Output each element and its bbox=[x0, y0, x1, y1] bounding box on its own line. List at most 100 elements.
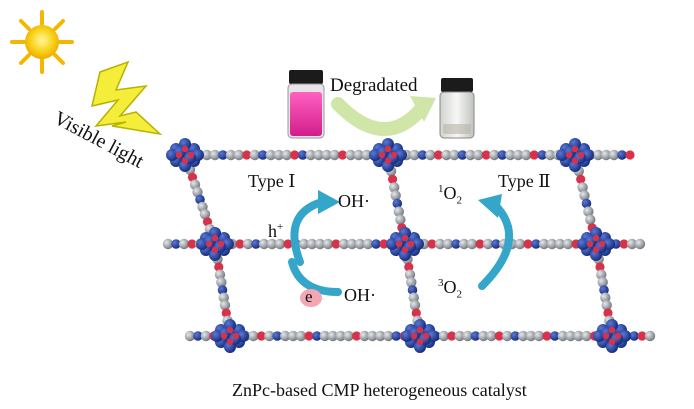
framework-linker bbox=[217, 285, 228, 295]
framework-node bbox=[232, 332, 240, 340]
framework-linker bbox=[249, 149, 260, 161]
framework-linker bbox=[274, 238, 286, 250]
framework-node bbox=[226, 338, 234, 346]
sun-icon bbox=[10, 10, 74, 74]
diagram-caption: ZnPc-based CMP heterogeneous catalyst bbox=[232, 380, 527, 400]
framework-linker bbox=[538, 238, 550, 250]
framework-linker bbox=[599, 285, 609, 295]
framework-linker bbox=[379, 239, 389, 249]
framework-linker bbox=[283, 239, 293, 249]
hole-label: h+ bbox=[268, 222, 283, 241]
framework-node bbox=[211, 234, 219, 242]
framework-linker bbox=[266, 238, 278, 250]
framework-node bbox=[416, 338, 424, 346]
framework-linker bbox=[264, 330, 275, 342]
framework-linker bbox=[409, 300, 421, 311]
type2-cycle-arrow bbox=[478, 202, 513, 290]
framework-linker bbox=[514, 238, 526, 250]
framework-linker bbox=[287, 330, 299, 342]
framework-linker bbox=[486, 330, 497, 342]
framework-node bbox=[384, 157, 392, 165]
framework-node bbox=[410, 332, 418, 340]
framework-linker bbox=[225, 149, 237, 161]
framework-linker bbox=[391, 331, 402, 341]
framework-linker bbox=[458, 238, 470, 250]
framework-linker bbox=[201, 149, 213, 161]
framework-node bbox=[395, 240, 403, 248]
framework-linker bbox=[321, 149, 332, 161]
framework-linker bbox=[481, 150, 491, 160]
framework-linker bbox=[219, 300, 231, 311]
framework-node bbox=[181, 157, 189, 165]
framework-linker bbox=[178, 238, 190, 250]
framework-linker bbox=[346, 238, 358, 250]
framework-linker bbox=[171, 239, 181, 249]
framework-linker bbox=[562, 238, 574, 250]
framework-linker bbox=[258, 150, 268, 160]
framework-linker bbox=[280, 330, 291, 342]
singlet-oxygen-sup: 1 bbox=[438, 183, 444, 195]
framework-linker bbox=[327, 330, 338, 342]
framework-node bbox=[401, 234, 409, 242]
framework-linker bbox=[404, 262, 414, 272]
framework-linker bbox=[466, 238, 478, 250]
framework-linker bbox=[417, 150, 428, 160]
framework-linker bbox=[438, 330, 449, 342]
framework-node bbox=[602, 332, 610, 340]
framework-node bbox=[220, 332, 228, 340]
framework-node bbox=[378, 151, 386, 159]
framework-linker bbox=[473, 149, 484, 161]
framework-linker bbox=[335, 330, 346, 342]
framework-linker bbox=[581, 198, 592, 209]
framework-linker bbox=[248, 330, 259, 342]
framework-linker bbox=[449, 149, 460, 161]
framework-linker bbox=[214, 262, 224, 272]
framework-linker bbox=[256, 331, 266, 341]
electron-label: e bbox=[305, 287, 313, 306]
triplet-oxygen-sup: 3 bbox=[438, 277, 444, 289]
framework-linker bbox=[576, 174, 586, 184]
framework-linker bbox=[338, 238, 350, 250]
framework-linker bbox=[457, 150, 468, 160]
framework-linker bbox=[617, 150, 627, 160]
framework-linker bbox=[531, 239, 541, 249]
framework-linker bbox=[595, 262, 605, 272]
framework-linker bbox=[537, 150, 547, 160]
framework-node bbox=[384, 145, 392, 153]
framework-linker bbox=[608, 149, 620, 161]
framework-node bbox=[608, 338, 616, 346]
lightning-bolt-icon bbox=[90, 60, 163, 136]
framework-node bbox=[205, 240, 213, 248]
framework-linker bbox=[433, 150, 443, 160]
framework-linker bbox=[184, 330, 196, 342]
framework-linker bbox=[565, 330, 576, 342]
type1-cycle-arrowhead-up bbox=[318, 190, 340, 214]
framework-linker bbox=[314, 238, 326, 250]
framework-linker bbox=[305, 149, 316, 161]
framework-linker bbox=[187, 239, 197, 249]
framework-linker bbox=[273, 149, 284, 161]
framework-linker bbox=[352, 331, 362, 341]
framework-linker bbox=[361, 149, 372, 161]
framework-linker bbox=[523, 239, 533, 249]
framework-linker bbox=[313, 149, 324, 161]
framework-node bbox=[211, 246, 219, 254]
framework-linker bbox=[529, 150, 539, 160]
framework-linker bbox=[359, 330, 370, 342]
framework-linker bbox=[258, 238, 270, 250]
framework-linker bbox=[637, 331, 647, 341]
triplet-oxygen-label: 3O2 bbox=[438, 277, 462, 301]
framework-linker bbox=[375, 330, 386, 342]
framework-linker bbox=[533, 330, 545, 342]
framework-linker bbox=[272, 331, 283, 341]
framework-linker bbox=[510, 331, 520, 341]
framework-linker bbox=[390, 190, 401, 201]
framework-linker bbox=[546, 238, 558, 250]
framework-linker bbox=[491, 239, 501, 249]
framework-node bbox=[181, 145, 189, 153]
framework-linker bbox=[345, 149, 356, 161]
framework-linker bbox=[322, 238, 334, 250]
framework-linker bbox=[218, 150, 228, 160]
framework-linker bbox=[625, 150, 635, 160]
